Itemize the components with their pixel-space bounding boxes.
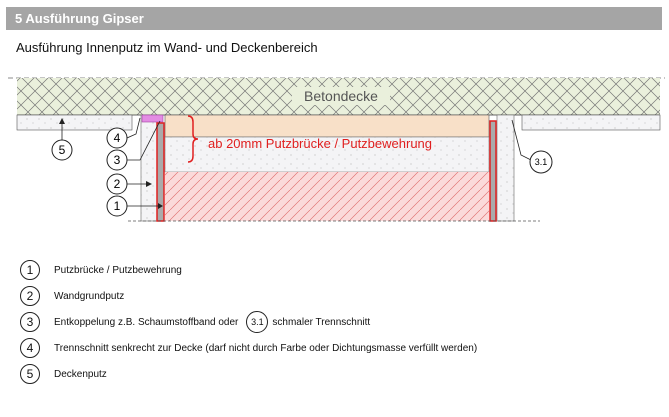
marker-3: 3	[114, 153, 121, 167]
legend-number: 5	[20, 364, 40, 384]
legend-number: 2	[20, 286, 40, 306]
legend-number: 3	[20, 312, 40, 332]
masonry-wall	[165, 172, 489, 221]
ceiling-plaster-left	[16, 114, 133, 131]
plaster-band	[164, 114, 490, 138]
legend-text: Trennschnitt senkrecht zur Decke (darf n…	[54, 342, 478, 354]
legend-text: Wandgrundputz	[54, 290, 125, 302]
mesh-strip-right	[489, 120, 497, 222]
section-header: 5 Ausführung Gipser	[6, 7, 662, 30]
marker-1: 1	[114, 199, 121, 213]
wall-plaster-right	[496, 114, 515, 222]
legend-item-4: 4 Trennschnitt senkrecht zur Decke (darf …	[20, 338, 477, 358]
ceiling-plaster-right	[521, 114, 661, 131]
brace-icon	[187, 115, 199, 163]
legend-item-5: 5 Deckenputz	[20, 364, 107, 384]
legend-item-3: 3 Entkoppelung z.B. Schaumstoffband oder 3…	[20, 311, 371, 333]
separation-tape	[141, 114, 164, 123]
legend-text-3-1: schmaler Trennschnitt	[272, 316, 371, 328]
marker-5-circle	[51, 139, 73, 161]
legend-item-2: 2 Wandgrundputz	[20, 286, 124, 306]
legend-text: Entkoppelung z.B. Schaumstoffband oder	[54, 316, 239, 328]
section-title: 5 Ausführung Gipser	[15, 11, 144, 26]
legend-text: Putzbrücke / Putzbewehrung	[54, 264, 182, 276]
section-diagram: Betondecke ab 20mm Putzbrücke / Putzbewe…	[8, 77, 665, 222]
marker-4: 4	[114, 131, 121, 145]
concrete-label: Betondecke	[304, 88, 378, 104]
marker-2: 2	[114, 177, 121, 191]
legend-number: 1	[20, 260, 40, 280]
plaster-base	[164, 136, 490, 173]
legend-text: Deckenputz	[54, 368, 107, 380]
legend-number-3-1: 3.1	[246, 311, 269, 333]
legend-item-1: 1 Putzbrücke / Putzbewehrung	[20, 260, 182, 280]
subtitle: Ausführung Innenputz im Wand- und Decken…	[16, 40, 318, 55]
mesh-annotation: ab 20mm Putzbrücke / Putzbewehrung	[208, 136, 432, 151]
marker-5: 5	[59, 143, 66, 157]
marker-3-1: 3.1	[535, 157, 548, 167]
concrete-label-bg	[292, 87, 390, 105]
legend-number: 4	[20, 338, 40, 358]
